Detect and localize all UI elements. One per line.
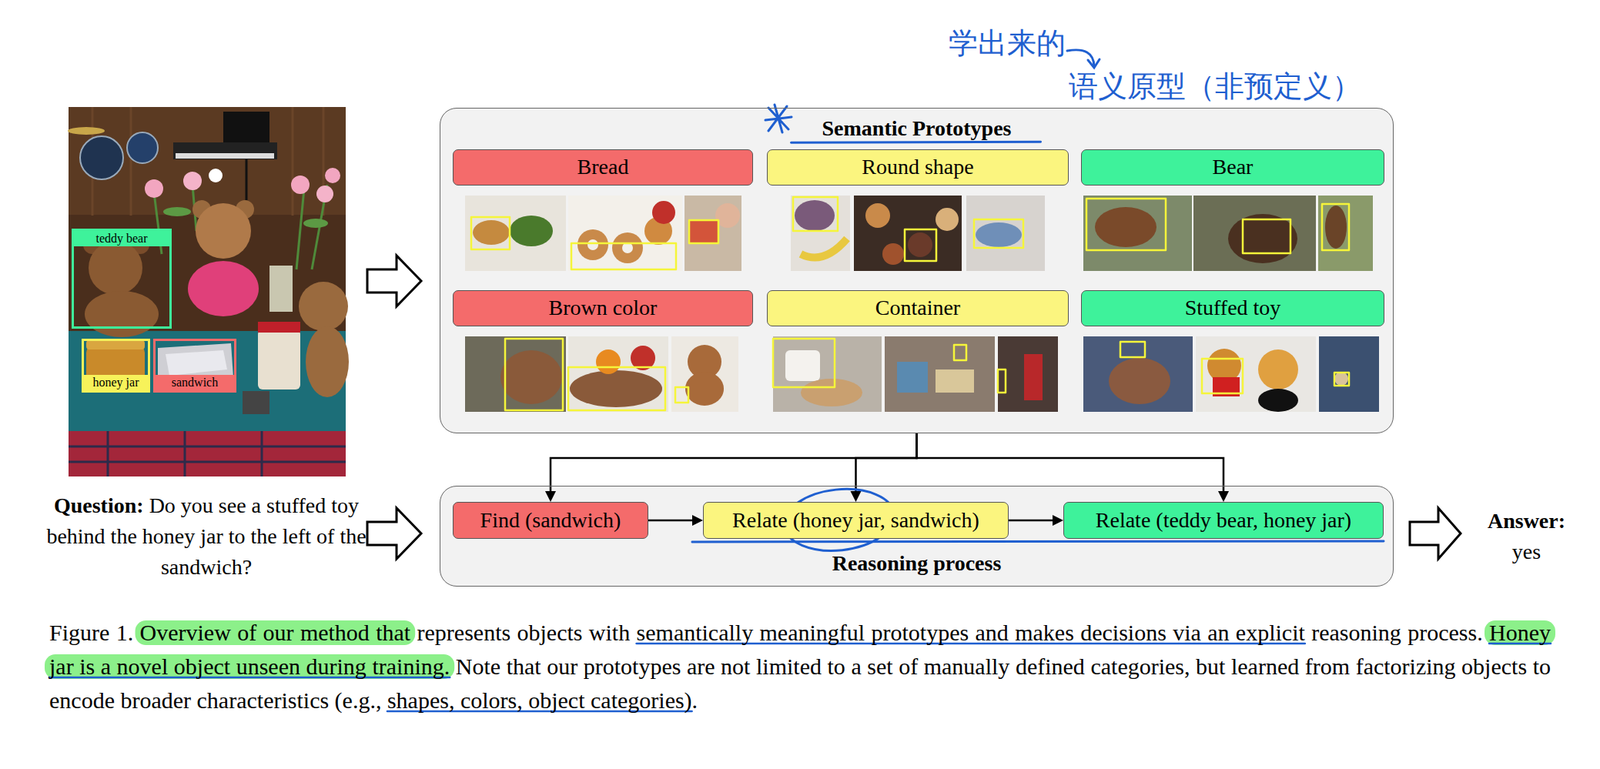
question-label: Question:	[53, 493, 144, 518]
block-arrow	[1409, 508, 1461, 559]
prototype-header: Bread	[452, 149, 754, 186]
box-label: Find (sandwich)	[480, 508, 622, 533]
prototype-header: Stuffed toy	[1081, 290, 1385, 327]
box-label: Relate (honey jar, sandwich)	[732, 508, 980, 533]
box-label: Stuffed toy	[1184, 295, 1282, 321]
prototype-panel: Semantic PrototypesBread Round shape BearB…	[439, 107, 1394, 434]
box-label: Round shape	[861, 154, 974, 180]
box-label: Brown color	[548, 295, 658, 321]
connector-line	[648, 519, 693, 523]
arrow-head	[850, 491, 862, 503]
answer-text: yes	[1462, 536, 1590, 568]
box-label: Relate (teddy bear, honey jar)	[1095, 508, 1352, 533]
prototype-header: Round shape	[766, 149, 1069, 186]
answer-block: Answer:yes	[1462, 505, 1590, 568]
connector	[850, 433, 918, 503]
question-block: Question:Do you see a stuffed toy behind…	[44, 490, 369, 583]
panel-heading: Semantic Prototypes	[822, 116, 1012, 141]
connector-line	[856, 433, 918, 493]
box-label: Bear	[1212, 154, 1254, 180]
block-arrow	[367, 255, 422, 307]
bounding-box: sandwich	[153, 338, 237, 393]
prototype-header: Bear	[1081, 149, 1385, 186]
reasoning-step: Relate (teddy bear, honey jar)	[1063, 502, 1384, 539]
panel-ground	[439, 107, 1394, 434]
arrow-head	[1052, 515, 1064, 526]
reasoning-step: Find (sandwich)	[452, 502, 649, 539]
block-arrow	[367, 508, 422, 559]
arrow-head	[692, 515, 703, 526]
figure-caption: Figure 1. Overview of our method that re…	[49, 615, 1551, 718]
arrow-head	[545, 491, 556, 503]
prototype-header: Container	[766, 290, 1069, 327]
object-tag: honey jar	[83, 374, 148, 391]
hand-underline	[791, 141, 1042, 143]
answer-label: Answer:	[1462, 505, 1590, 537]
handwritten-note: 学出来的	[948, 27, 1066, 61]
handwritten-note: 语义原型（非预定义）	[1068, 70, 1362, 104]
connector	[648, 515, 703, 526]
panel-ground	[439, 485, 1394, 587]
prototype-header: Brown color	[452, 290, 754, 327]
connector-line	[550, 433, 918, 493]
bounding-box: teddy bear	[71, 228, 172, 329]
connector-line	[1008, 519, 1054, 523]
box-label: Container	[875, 295, 961, 321]
reasoning-panel: Reasoning process Find (sandwich) Relate (…	[439, 485, 1394, 587]
arrow-head	[1218, 491, 1229, 503]
object-tag: teddy bear	[73, 230, 170, 247]
panel-heading: Reasoning process	[832, 551, 1002, 576]
connector-line	[917, 433, 1225, 493]
box-label: Bread	[577, 154, 630, 180]
connector	[1008, 515, 1064, 526]
bounding-box: honey jar	[81, 338, 151, 393]
scene-photo	[67, 107, 349, 477]
object-tag: sandwich	[155, 374, 235, 391]
connector	[917, 433, 1230, 503]
connector	[545, 433, 918, 503]
prototype-thumbnails	[465, 195, 1380, 412]
reasoning-step: Relate (honey jar, sandwich)	[702, 502, 1009, 539]
